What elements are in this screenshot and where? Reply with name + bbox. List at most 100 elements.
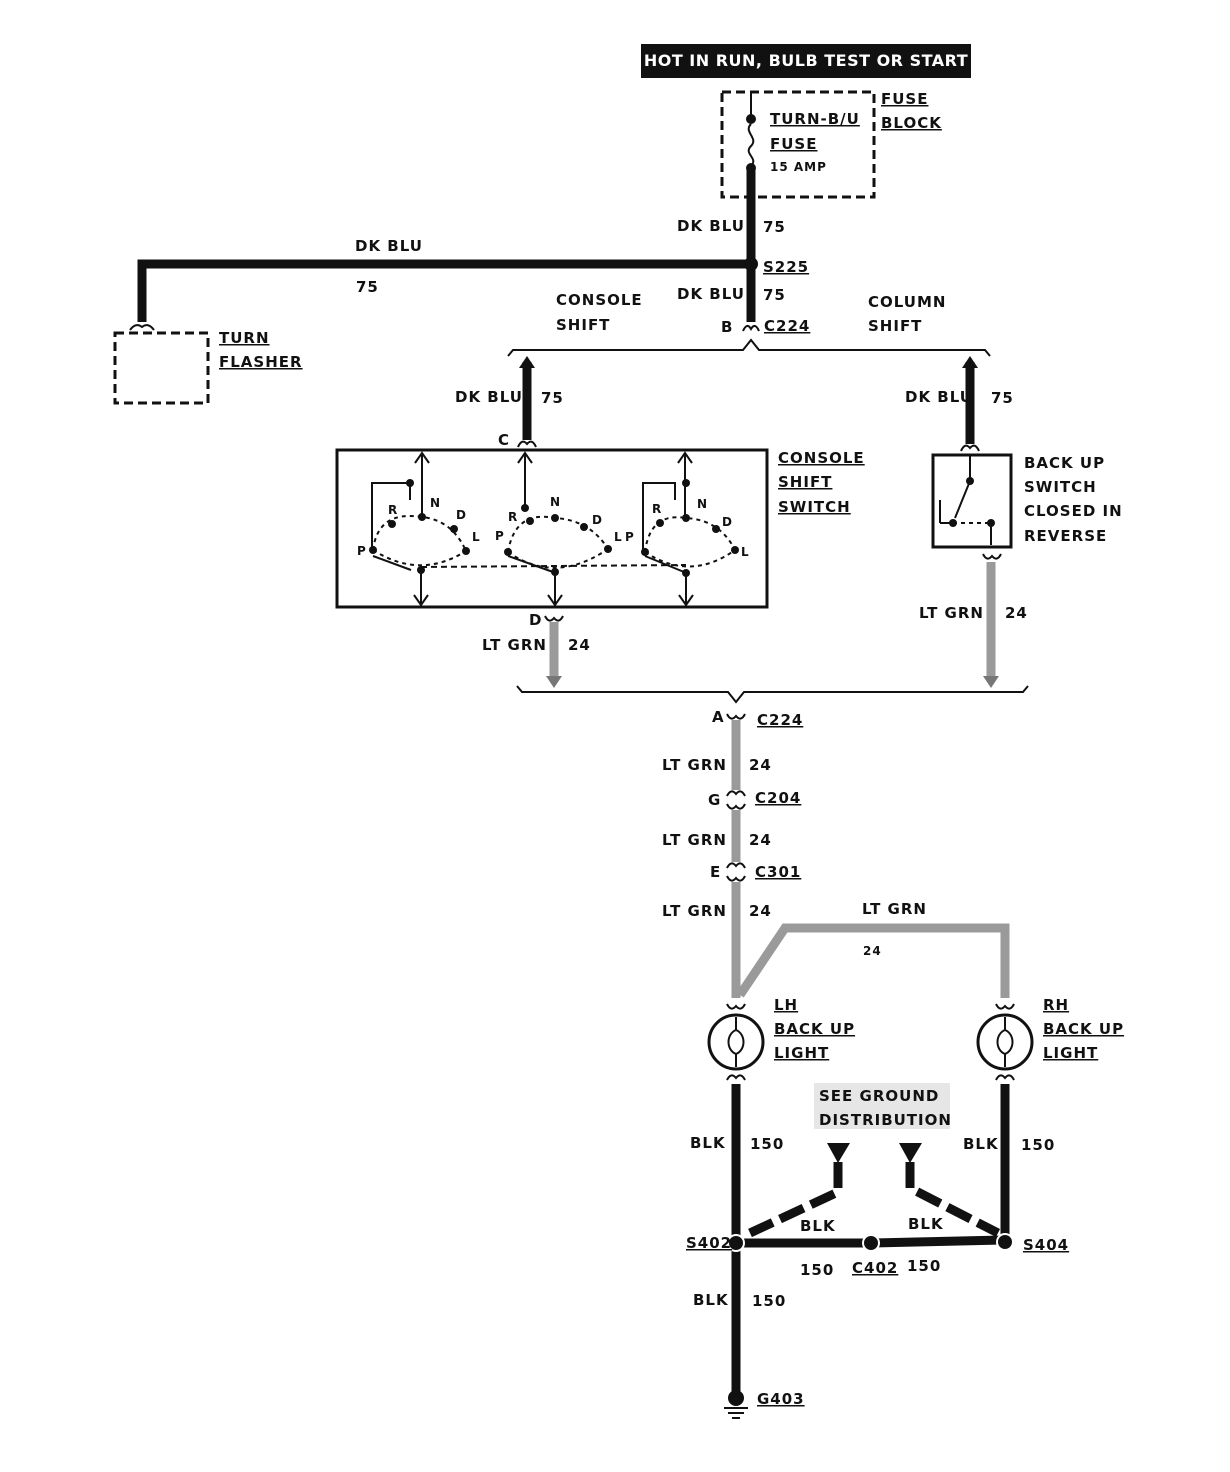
console-switch-title-3: SWITCH — [778, 498, 851, 516]
backup-switch-label-4: REVERSE — [1024, 527, 1107, 545]
ground-note: SEE GROUND — [819, 1087, 939, 1105]
lh-light-label-3: LIGHT — [774, 1044, 829, 1062]
rh-light-label: RH — [1043, 996, 1069, 1014]
circuit-number: 75 — [541, 389, 564, 407]
connector-label-c204: C204 — [755, 789, 801, 807]
position-p: P — [357, 544, 367, 558]
console-branch-feed: DK BLU 75 C — [455, 356, 564, 449]
wire-color-label: BLK — [800, 1217, 836, 1235]
turn-flasher: TURN FLASHER — [113, 324, 303, 405]
dk-blu-feed: DK BLU 75 S225 DK BLU 75 DK BLU 75 B C22… — [137, 168, 810, 336]
fuse-block: TURN-B/U FUSE 15 AMP FUSE BLOCK — [720, 90, 942, 199]
bulb-icon — [976, 1013, 1034, 1071]
splice-label-s402: S402 — [686, 1234, 732, 1252]
lh-backup-light: LH BACK UP LIGHT — [707, 996, 855, 1081]
position-l: L — [472, 530, 481, 544]
position-n: N — [550, 495, 561, 509]
circuit-number: 150 — [750, 1135, 784, 1153]
position-n: N — [697, 497, 708, 511]
ground-note-bg — [814, 1083, 950, 1129]
circuit-number: 150 — [907, 1257, 941, 1275]
wire-color-label: DK BLU — [905, 388, 973, 406]
ground-ref-arrow-icon — [899, 1143, 922, 1163]
wire-color-label: LT GRN — [662, 902, 727, 920]
pin-c-label: C — [498, 431, 510, 449]
ground-ref-arrow-icon — [827, 1143, 850, 1163]
pin-a-label: A — [712, 708, 725, 726]
shift-branch-bracket: CONSOLE SHIFT COLUMN SHIFT — [507, 291, 991, 357]
turn-flasher-label: TURN — [219, 329, 270, 347]
fuse-block-label-2: BLOCK — [881, 114, 942, 132]
splice-label-s404: S404 — [1023, 1236, 1069, 1254]
wire-color-label: DK BLU — [455, 388, 523, 406]
fuse-name: TURN-B/U — [770, 110, 860, 128]
bulb-icon — [707, 1013, 765, 1071]
rh-light-label-2: BACK UP — [1043, 1020, 1124, 1038]
position-r: R — [508, 510, 518, 524]
position-n: N — [430, 496, 441, 510]
column-shift-label: COLUMN — [868, 293, 946, 311]
wire-color-label: DK BLU — [677, 285, 745, 303]
merge-bracket — [516, 685, 1029, 704]
position-p: P — [625, 530, 635, 544]
ground-note-2: DISTRIBUTION — [819, 1111, 952, 1129]
column-branch: DK BLU 75 BACK UP SWITCH CLOSED IN REVER… — [905, 356, 1122, 688]
console-switch-title-2: SHIFT — [778, 473, 832, 491]
fuse-element-icon — [747, 123, 755, 167]
wire-color-label: LT GRN — [919, 604, 984, 622]
power-banner: HOT IN RUN, BULB TEST OR START — [641, 44, 971, 78]
circuit-number: 24 — [568, 636, 591, 654]
console-shift-label: CONSOLE — [556, 291, 643, 309]
wire-color-label: BLK — [963, 1135, 999, 1153]
position-d: D — [456, 508, 467, 522]
splice-s225 — [744, 257, 758, 271]
column-shift-label-2: SHIFT — [868, 317, 922, 335]
backup-switch-label-2: SWITCH — [1024, 478, 1097, 496]
wire-color-label: BLK — [693, 1291, 729, 1309]
wire-color-label: LT GRN — [662, 831, 727, 849]
pin-e-label: E — [710, 863, 721, 881]
position-d: D — [722, 515, 733, 529]
lh-light-label: LH — [774, 996, 798, 1014]
rh-backup-light: RH BACK UP LIGHT — [976, 996, 1124, 1081]
banner-text: HOT IN RUN, BULB TEST OR START — [644, 51, 968, 70]
wire-color-label: BLK — [908, 1215, 944, 1233]
circuit-number: 24 — [749, 831, 772, 849]
circuit-number: 150 — [1021, 1136, 1055, 1154]
ground-circuit: SEE GROUND DISTRIBUTION BLK 150 BLK 150 … — [686, 1083, 1069, 1419]
splice-label-s225: S225 — [763, 258, 809, 276]
circuit-number: 150 — [800, 1261, 834, 1279]
circuit-number: 150 — [752, 1292, 786, 1310]
wire-color-label: BLK — [690, 1134, 726, 1152]
position-l: L — [741, 545, 750, 559]
backup-switch-box — [931, 453, 1013, 549]
position-r: R — [652, 502, 662, 516]
position-l: L — [614, 530, 623, 544]
circuit-number: 75 — [991, 389, 1014, 407]
position-d: D — [592, 513, 603, 527]
splice-s402 — [727, 1234, 745, 1252]
fuse-rating: 15 AMP — [770, 160, 827, 174]
pin-g-label: G — [708, 791, 721, 809]
connector-label-c224: C224 — [764, 317, 810, 335]
turn-flasher-label-2: FLASHER — [219, 353, 303, 371]
ground-label-g403: G403 — [757, 1390, 805, 1408]
connector-c402 — [862, 1234, 880, 1252]
circuit-number: 24 — [863, 944, 882, 958]
position-r: R — [388, 503, 398, 517]
wire-color-label: LT GRN — [662, 756, 727, 774]
fuse-block-label: FUSE — [881, 90, 928, 108]
splice-s404 — [996, 1233, 1014, 1251]
connector-icon — [129, 324, 155, 331]
wire-color-label: LT GRN — [862, 900, 927, 918]
circuit-number: 24 — [1005, 604, 1028, 622]
circuit-number: 24 — [749, 756, 772, 774]
circuit-number: 75 — [356, 278, 379, 296]
wire-color-label: DK BLU — [355, 237, 423, 255]
lh-light-label-2: BACK UP — [774, 1020, 855, 1038]
console-branch-output: D LT GRN 24 — [482, 611, 591, 688]
wire-color-label: LT GRN — [482, 636, 547, 654]
console-shift-switch: R N D L P R N D L P R N D L P CONSOLE SH… — [335, 448, 864, 609]
backup-switch-label: BACK UP — [1024, 454, 1105, 472]
